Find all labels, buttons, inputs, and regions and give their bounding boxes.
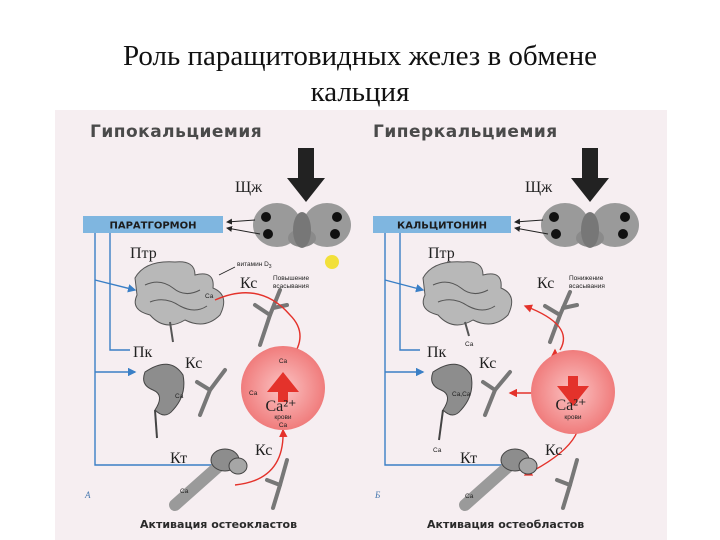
left-ks-mid: Кс [185,355,202,372]
left-thyroid-gland [253,203,351,248]
right-vessel-mid [481,370,512,417]
title-line-2: кальция [310,76,410,108]
left-blood-ca-left: Ca [249,390,258,397]
right-kidney-ca: Ca,Ca [452,391,471,398]
left-vitamin-dot [325,255,339,269]
left-blood-ca-top: Ca [279,358,288,365]
left-big-arrow [287,148,325,202]
right-thyroid-gland [541,203,639,248]
left-panel: Гипокальциемия Щж ПАРАТГОРМОН [83,122,351,531]
left-blood-word: крови [274,414,292,421]
right-footer: Активация остеобластов [427,518,584,531]
left-gut-label: Птр [130,245,157,262]
left-vessel-top [253,288,289,347]
left-gut-ca: Ca [205,293,214,300]
title-line-1: Роль паращитовидных желез в обмене [122,40,598,72]
right-big-arrow [571,148,609,202]
right-kidney-label: Пк [427,344,447,361]
right-panel: Гиперкальциемия Щж КАЛЬЦИТОНИН [373,122,639,531]
left-gut-effect-1: Повышение [273,275,309,282]
right-blood-word: крови [564,414,582,421]
right-kidney [431,363,473,441]
right-gut-effect-1: Понижение [569,275,604,282]
left-vessel-bottom [265,458,289,510]
right-gut-label: Птр [428,245,455,262]
left-kidney-label: Пк [133,344,153,361]
right-kidney-ca-bottom: Ca [433,447,442,454]
left-blood-ca-bottom: Ca [279,422,288,429]
left-bone-ca: Ca [180,488,189,495]
right-vessel-top [543,290,579,344]
left-vitamin-label: витамин D3 [237,261,272,270]
left-header: Гипокальциемия [90,122,262,142]
right-header: Гиперкальциемия [373,122,558,142]
left-vessel-mid [195,368,227,417]
right-ks-top: Кс [537,275,554,292]
left-bone-label: Кт [170,450,187,467]
calcium-diagram: Гипокальциемия Щж ПАРАТГОРМОН [55,110,667,540]
right-bone-label: Кт [460,450,477,467]
right-hormone-label: КАЛЬЦИТОНИН [397,221,487,232]
right-hormone-box [373,216,511,233]
right-ks-bottom: Кс [545,442,562,459]
left-intestine [134,261,225,343]
left-kidney [143,363,185,439]
right-bone [459,448,538,511]
right-intestine [422,261,513,337]
left-ks-top: Кс [240,275,257,292]
left-kidney-ca: Ca [175,393,184,400]
right-blood-pool [531,350,615,434]
right-gland-label: Щж [525,179,553,196]
left-panel-letter: А [84,490,91,500]
left-gland-label: Щж [235,179,263,196]
slide-title: Роль паращитовидных желез в обмене кальц… [0,38,720,110]
right-vessel-bottom [555,458,579,510]
left-gut-effect-2: всасывания [273,283,309,290]
right-panel-letter: Б [374,490,381,500]
left-blood-pool [241,346,325,430]
left-blood-ion: Ca²⁺ [265,398,296,415]
right-bone-ca: Ca [465,493,474,500]
left-ks-bottom: Кс [255,442,272,459]
right-blue-lines [384,233,512,470]
left-footer: Активация остеокластов [140,518,297,531]
right-gut-ca: Ca [465,341,474,348]
left-blue-lines [94,233,225,470]
right-gut-effect-2: всасывания [569,283,605,290]
left-hormone-label: ПАРАТГОРМОН [109,221,196,232]
left-hormone-box [83,216,223,233]
right-ks-mid: Кс [479,355,496,372]
left-bone [169,448,248,511]
right-blood-ion: Ca²⁺ [555,397,586,414]
